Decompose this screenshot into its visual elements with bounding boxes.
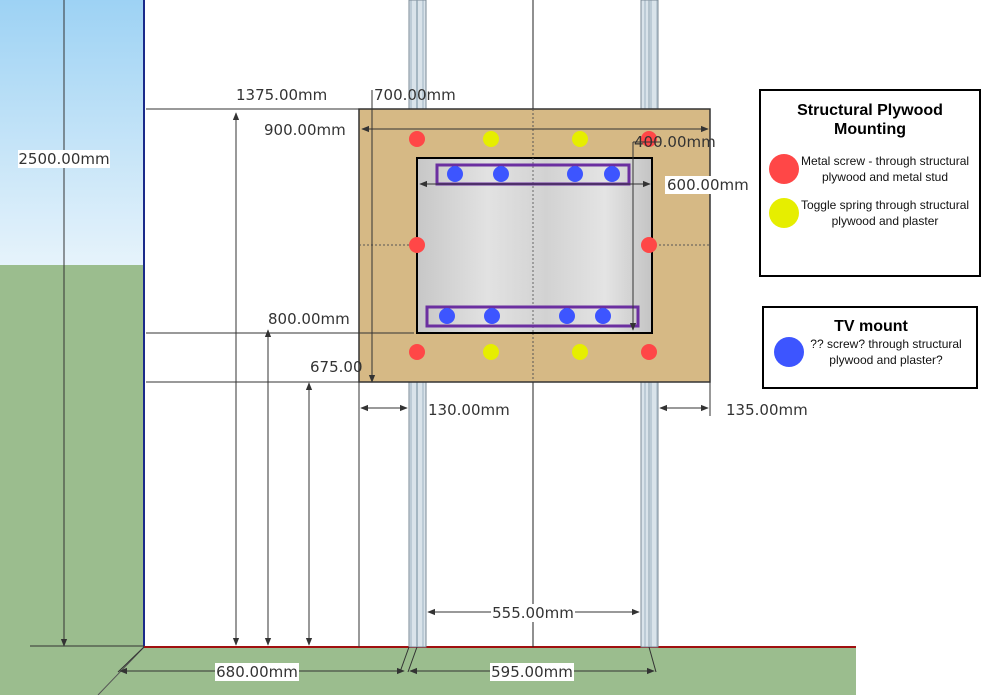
dimension-lines: [30, 0, 711, 675]
legend-tv-title: TV mount: [834, 318, 908, 335]
legend-toggle-spring-text: Toggle spring through structural plywood…: [800, 198, 970, 228]
tv-mount-dot: [447, 166, 463, 182]
yellow-dot-icon: [769, 198, 799, 228]
dim-right-overhang: 135.00mm: [726, 401, 808, 419]
dim-tv-height: 600.00mm: [667, 176, 749, 194]
tv-mount-dot: [559, 308, 575, 324]
dim-plywood-offset: 700.00mm: [374, 86, 456, 104]
dim-left-overhang: 130.00mm: [428, 401, 510, 419]
blue-dot-icon: [774, 337, 804, 367]
tv-mount-dot: [493, 166, 509, 182]
toggle-spring-dot: [572, 344, 588, 360]
metal-screws: [409, 131, 657, 360]
metal-screw-dot: [409, 344, 425, 360]
dim-plywood-top: 1375.00mm: [236, 86, 327, 104]
tv-mount-dot: [604, 166, 620, 182]
dim-plywood-width: 900.00mm: [264, 121, 346, 139]
legend-plywood-title: Structural Plywood Mounting: [797, 102, 943, 138]
legend-metal-screw-text: Metal screw - through structural plywood…: [800, 154, 970, 184]
tv-mount-rail-bottom: [425, 305, 640, 328]
metal-screw-dot: [641, 131, 657, 147]
legend-row-tv-mount: ?? screw? through structural plywood and…: [774, 336, 968, 368]
tv-mount-dot: [439, 308, 455, 324]
legend-plywood-mounting: Structural Plywood Mounting Metal screw …: [759, 89, 981, 277]
dim-plywood-bottom: 675.00: [310, 358, 363, 376]
metal-screw-dot: [409, 131, 425, 147]
toggle-spring-dot: [483, 131, 499, 147]
dim-stud-inner-gap: 555.00mm: [492, 604, 574, 622]
toggle-spring-dot: [572, 131, 588, 147]
tv-mount-dot: [484, 308, 500, 324]
dim-wall-to-stud: 680.00mm: [216, 663, 298, 681]
sky-background: [0, 0, 144, 265]
metal-screw-dot: [641, 237, 657, 253]
grass-ground: [0, 265, 144, 695]
dim-wall-height: 2500.00mm: [18, 150, 109, 168]
dim-stud-spacing: 595.00mm: [491, 663, 573, 681]
tv-mount-dot: [567, 166, 583, 182]
tv-mount-screws: [439, 166, 620, 324]
toggle-spring-dot: [483, 344, 499, 360]
legend-tv-mount-text: ?? screw? through structural plywood and…: [810, 337, 962, 367]
dim-tv-bottom: 800.00mm: [268, 310, 350, 328]
metal-screw-dot: [641, 344, 657, 360]
dim-tv-width-top: 400.00mm: [634, 133, 716, 151]
legend-row-metal-screw: Metal screw - through structural plywood…: [769, 153, 971, 185]
red-dot-icon: [769, 154, 799, 184]
toggle-springs: [483, 131, 588, 360]
tv-mount-dot: [595, 308, 611, 324]
metal-screw-dot: [409, 237, 425, 253]
legend-row-toggle-spring: Toggle spring through structural plywood…: [769, 197, 971, 229]
legend-tv-mount: TV mount ?? screw? through structural pl…: [762, 306, 978, 389]
